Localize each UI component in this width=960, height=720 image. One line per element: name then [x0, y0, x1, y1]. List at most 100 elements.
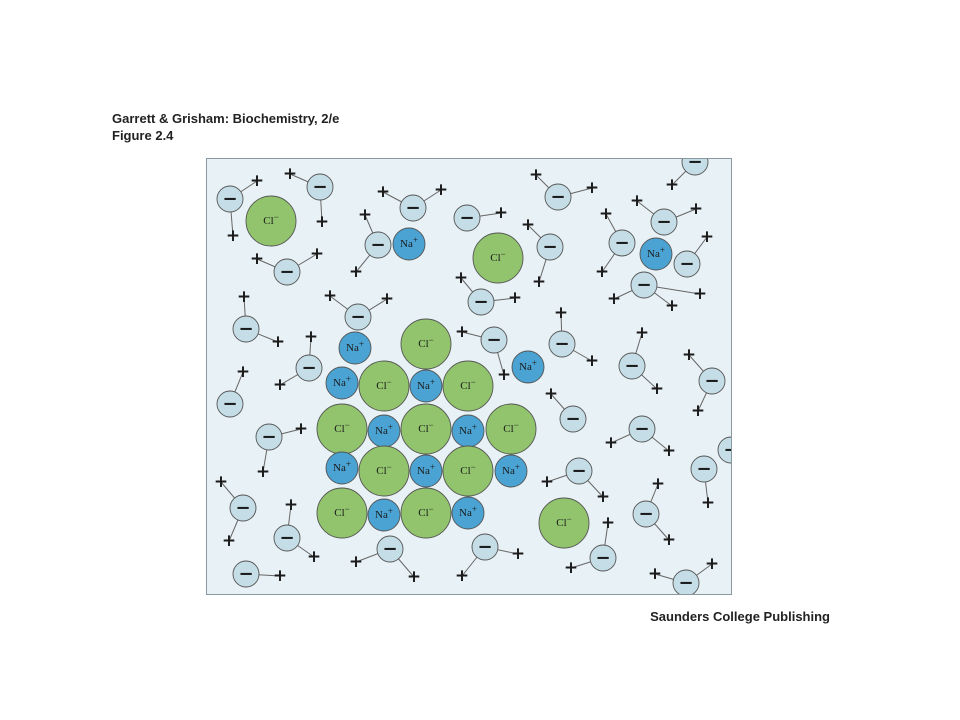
- water-oxygen: [232, 560, 260, 588]
- chloride-label: Cl−: [376, 462, 391, 477]
- negative-sign: −: [238, 319, 253, 340]
- positive-sign: +: [455, 322, 469, 342]
- chloride-ion: [316, 487, 368, 539]
- negative-sign: −: [222, 189, 237, 210]
- chloride-label: Cl−: [334, 420, 349, 435]
- negative-sign: −: [235, 498, 250, 519]
- negative-sign: −: [350, 307, 365, 328]
- positive-sign: +: [380, 289, 394, 309]
- chloride-ion: [358, 445, 410, 497]
- positive-sign: +: [693, 284, 707, 304]
- water-oxygen: [295, 354, 323, 382]
- sodium-ion: [392, 227, 426, 261]
- positive-sign: +: [273, 566, 287, 586]
- negative-sign: −: [595, 548, 610, 569]
- chloride-label: Cl−: [503, 420, 518, 435]
- negative-sign: −: [312, 177, 327, 198]
- nacl-dissolution-diagram: Cl−Na+Na+Na+Cl−Na+Cl−Cl−Na+Cl−Na+Cl−Na+C…: [206, 158, 732, 595]
- sodium-ion: [494, 454, 528, 488]
- sodium-ion: [338, 331, 372, 365]
- sodium-label: Na+: [375, 422, 393, 437]
- negative-sign: −: [370, 235, 385, 256]
- sodium-ion: [409, 454, 443, 488]
- negative-sign: −: [405, 198, 420, 219]
- chloride-label: Cl−: [418, 420, 433, 435]
- positive-sign: +: [540, 472, 554, 492]
- water-oxygen: [232, 315, 260, 343]
- chloride-ion: [400, 487, 452, 539]
- negative-sign: −: [473, 292, 488, 313]
- chloride-ion: [400, 318, 452, 370]
- publisher-credit: Saunders College Publishing: [650, 609, 830, 624]
- water-oxygen: [216, 185, 244, 213]
- positive-sign: +: [236, 362, 250, 382]
- negative-sign: −: [238, 564, 253, 585]
- water-oxygen: [453, 204, 481, 232]
- water-oxygen: [544, 183, 572, 211]
- chloride-label: Cl−: [376, 377, 391, 392]
- diagram-canvas: Cl−Na+Na+Na+Cl−Na+Cl−Cl−Na+Cl−Na+Cl−Na+C…: [214, 159, 731, 594]
- negative-sign: −: [550, 187, 565, 208]
- water-oxygen: [376, 535, 404, 563]
- negative-sign: −: [222, 394, 237, 415]
- negative-sign: −: [554, 334, 569, 355]
- positive-sign: +: [595, 262, 609, 282]
- chloride-label: Cl−: [460, 462, 475, 477]
- water-oxygen: [673, 250, 701, 278]
- sodium-label: Na+: [346, 339, 364, 354]
- water-oxygen: [608, 229, 636, 257]
- figure-header: Garrett & Grisham: Biochemistry, 2/e Fig…: [112, 110, 339, 144]
- sodium-ion: [451, 496, 485, 530]
- positive-sign: +: [273, 375, 287, 395]
- positive-sign: +: [511, 544, 525, 564]
- water-oxygen: [255, 423, 283, 451]
- sodium-label: Na+: [417, 462, 435, 477]
- positive-sign: +: [689, 199, 703, 219]
- positive-sign: +: [407, 567, 421, 587]
- positive-sign: +: [237, 287, 251, 307]
- water-oxygen: [229, 494, 257, 522]
- chloride-ion: [472, 232, 524, 284]
- negative-sign: −: [687, 159, 702, 173]
- chloride-ion: [485, 403, 537, 455]
- positive-sign: +: [256, 462, 270, 482]
- sodium-label: Na+: [647, 245, 665, 260]
- negative-sign: −: [261, 427, 276, 448]
- chloride-label: Cl−: [334, 504, 349, 519]
- negative-sign: −: [279, 262, 294, 283]
- water-oxygen: [632, 500, 660, 528]
- negative-sign: −: [565, 409, 580, 430]
- sodium-label: Na+: [459, 504, 477, 519]
- sodium-ion: [409, 369, 443, 403]
- negative-sign: −: [636, 275, 651, 296]
- sodium-ion: [367, 498, 401, 532]
- water-oxygen: [690, 455, 718, 483]
- book-title: Garrett & Grisham: Biochemistry, 2/e: [112, 111, 340, 126]
- positive-sign: +: [665, 296, 679, 316]
- water-oxygen: [650, 208, 678, 236]
- positive-sign: +: [682, 345, 696, 365]
- water-oxygen: [565, 457, 593, 485]
- positive-sign: +: [521, 215, 535, 235]
- water-oxygen: [344, 303, 372, 331]
- positive-sign: +: [454, 268, 468, 288]
- chloride-ion: [442, 445, 494, 497]
- water-oxygen: [536, 233, 564, 261]
- water-oxygen: [717, 436, 731, 464]
- positive-sign: +: [607, 289, 621, 309]
- positive-sign: +: [635, 323, 649, 343]
- positive-sign: +: [564, 558, 578, 578]
- water-oxygen: [589, 544, 617, 572]
- positive-sign: +: [630, 191, 644, 211]
- positive-sign: +: [508, 288, 522, 308]
- positive-sign: +: [222, 531, 236, 551]
- chloride-label: Cl−: [556, 514, 571, 529]
- sodium-label: Na+: [333, 374, 351, 389]
- figure-number: Figure 2.4: [112, 128, 174, 143]
- positive-sign: +: [323, 286, 337, 306]
- water-oxygen: [471, 533, 499, 561]
- positive-sign: +: [250, 249, 264, 269]
- negative-sign: −: [656, 212, 671, 233]
- positive-sign: +: [283, 164, 297, 184]
- positive-sign: +: [700, 227, 714, 247]
